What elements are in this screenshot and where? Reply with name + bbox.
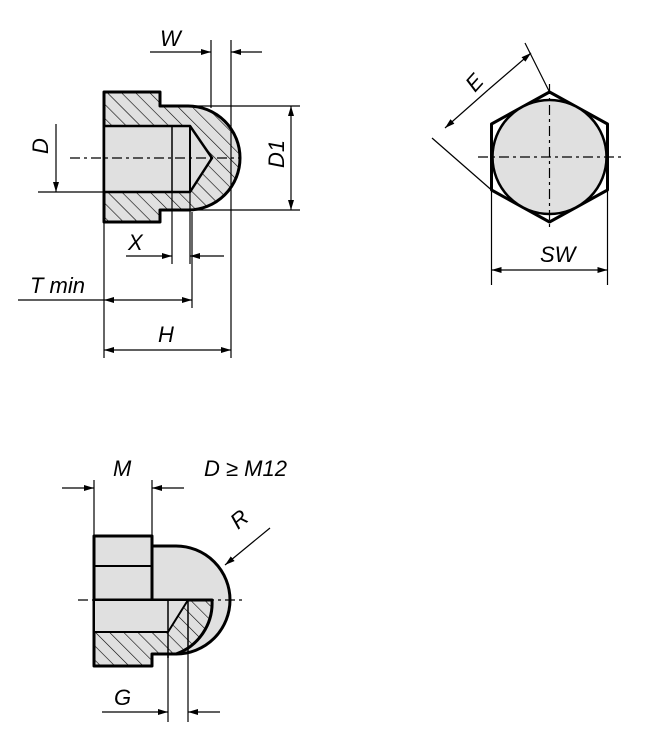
- half-section-view: M D ≥ M12 R G: [62, 456, 287, 722]
- section-view: W D D1 X T min H: [18, 26, 300, 358]
- sw-label: SW: [540, 242, 578, 267]
- t-min-label: T min: [30, 273, 85, 298]
- hex-view: E SW: [431, 42, 622, 285]
- e-arrow-top: [487, 52, 532, 91]
- e-extension-bottom: [431, 137, 492, 191]
- g-label: G: [114, 685, 131, 710]
- e-arrow-bottom: [444, 89, 489, 129]
- d-label: D: [28, 138, 53, 154]
- r-leader: [224, 527, 271, 566]
- e-label: E: [460, 68, 489, 96]
- w-label: W: [160, 26, 183, 51]
- half-section-hex-top: [92, 534, 154, 602]
- d-ge-m12-note: D ≥ M12: [204, 456, 287, 481]
- r-label: R: [225, 504, 253, 533]
- d1-label: D1: [264, 140, 289, 168]
- h-label: H: [158, 322, 174, 347]
- e-extension-top: [524, 42, 551, 93]
- m-label: M: [113, 456, 132, 481]
- x-label: X: [127, 230, 144, 255]
- section-view-bore: [102, 124, 214, 194]
